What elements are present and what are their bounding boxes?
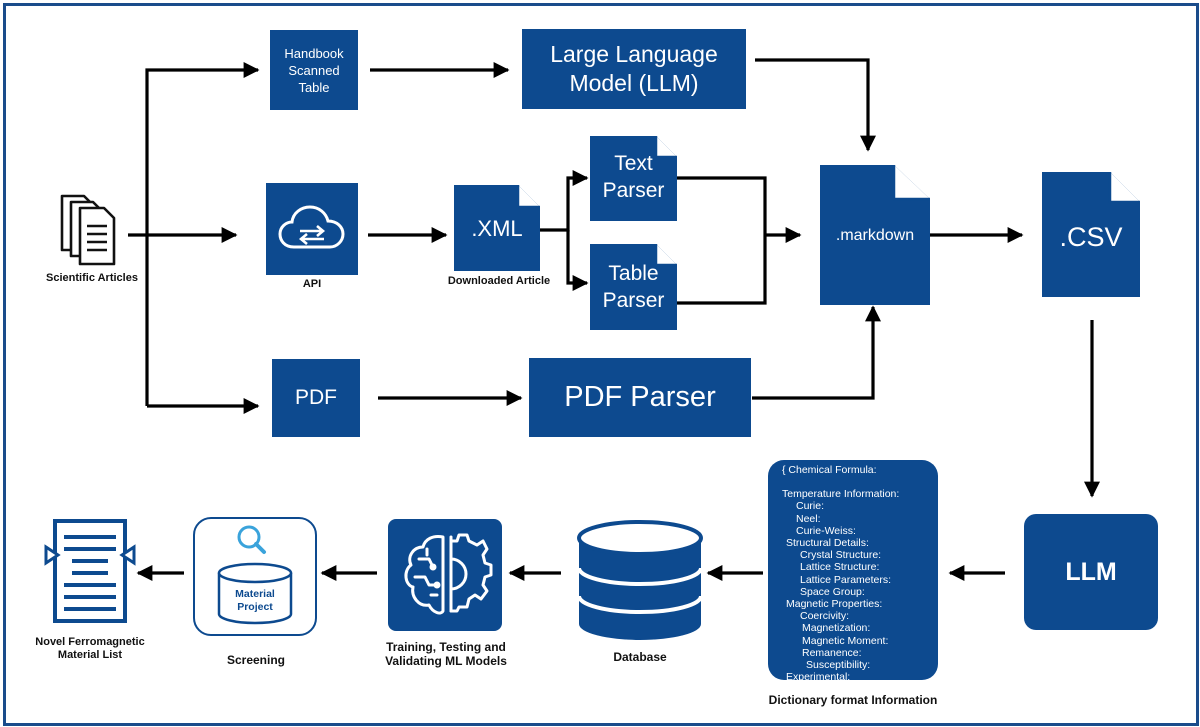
downloaded-article-label: Downloaded Article xyxy=(447,275,551,287)
dict-line: Remanence: xyxy=(802,646,862,659)
llm-top-line-1: Large Language xyxy=(550,41,718,67)
material-project-line-1: Material xyxy=(235,588,275,600)
scientific-articles-node xyxy=(54,188,128,268)
table-parser-document: Table Parser xyxy=(590,244,677,330)
llm-box: LLM xyxy=(1024,514,1158,630)
handbook-scanned-table-box: Handbook Scanned Table xyxy=(270,30,358,110)
database-icon xyxy=(577,520,703,640)
dict-line: Experimental: xyxy=(786,671,851,684)
dictionary-format-box: { Chemical Formula: Temperature Informat… xyxy=(768,460,938,695)
novel-list-line-2: Material List xyxy=(57,649,123,661)
pdf-parser-box: PDF Parser xyxy=(529,358,751,437)
novel-list-line-1: Novel Ferromagnetic xyxy=(35,636,145,648)
ml-models-label-line-1: Training, Testing and xyxy=(386,640,506,654)
api-box xyxy=(266,183,358,275)
screening-label: Screening xyxy=(226,653,286,667)
dict-line: Temperature Information: xyxy=(782,488,900,501)
brain-gear-icon xyxy=(404,533,493,615)
text-parser-line-1: Text xyxy=(614,152,653,175)
markdown-text: .markdown xyxy=(835,227,915,244)
csv-document: .CSV xyxy=(1042,172,1140,297)
dict-line: Susceptibility: xyxy=(806,659,871,672)
dict-line xyxy=(768,476,938,488)
table-parser-line-2: Parser xyxy=(602,289,665,312)
magnifier-icon xyxy=(237,525,266,554)
ml-models-label: Training, Testing and Validating ML Mode… xyxy=(368,640,524,668)
novel-material-list-node xyxy=(42,517,138,627)
dict-line: Magnetic Properties: xyxy=(786,598,883,611)
dict-line: { Chemical Formula: xyxy=(782,464,877,476)
dict-line: Lattice Parameters: xyxy=(800,573,892,586)
database-label: Database xyxy=(613,650,667,664)
csv-text: .CSV xyxy=(1059,222,1123,252)
screening-box: Material Project xyxy=(193,517,317,636)
dict-line: Magnetic Moment: xyxy=(802,634,889,647)
dict-line: Crystal Structure: xyxy=(800,549,882,562)
handbook-line-2: Scanned xyxy=(288,62,340,78)
api-label: API xyxy=(302,278,322,290)
dict-line: DOI: } xyxy=(786,683,835,696)
handbook-line-3: Table xyxy=(298,79,330,95)
dict-line: Magnetization: xyxy=(802,622,871,635)
dict-line: Structural Details: xyxy=(786,537,869,550)
ml-models-label-line-2: Validating ML Models xyxy=(385,654,507,668)
dict-line: Curie-Weiss: xyxy=(796,524,856,537)
list-document-icon xyxy=(44,519,136,623)
dict-line: Lattice Structure: xyxy=(800,561,880,574)
text-parser-line-2: Parser xyxy=(602,179,665,202)
dict-line: Curie: xyxy=(796,500,825,513)
dict-line: Space Group: xyxy=(800,585,865,598)
ml-models-box xyxy=(388,519,502,631)
dict-line: Neel: xyxy=(796,512,821,525)
diagram-frame xyxy=(3,3,1199,726)
table-parser-line-1: Table xyxy=(608,262,659,285)
cylinder-icon xyxy=(217,562,293,625)
novel-material-list-label: Novel Ferromagnetic Material List xyxy=(26,636,154,662)
cloud-sync-icon xyxy=(278,205,345,249)
dictionary-format-label: Dictionary format Information xyxy=(768,693,938,707)
material-project-line-2: Project xyxy=(237,601,273,613)
scientific-articles-label: Scientific Articles xyxy=(46,272,138,284)
text-parser-document: Text Parser xyxy=(590,136,677,221)
documents-icon xyxy=(60,194,116,266)
database-node xyxy=(575,520,705,642)
pdf-box: PDF xyxy=(272,359,360,437)
dict-line: Coercivity: xyxy=(800,610,850,623)
large-language-model-box: Large Language Model (LLM) xyxy=(522,29,746,109)
markdown-document: .markdown xyxy=(820,165,930,305)
handbook-line-1: Handbook xyxy=(284,45,344,61)
llm-top-line-2: Model (LLM) xyxy=(569,70,699,96)
xml-text: .XML xyxy=(471,216,523,241)
xml-document: .XML xyxy=(454,185,540,271)
